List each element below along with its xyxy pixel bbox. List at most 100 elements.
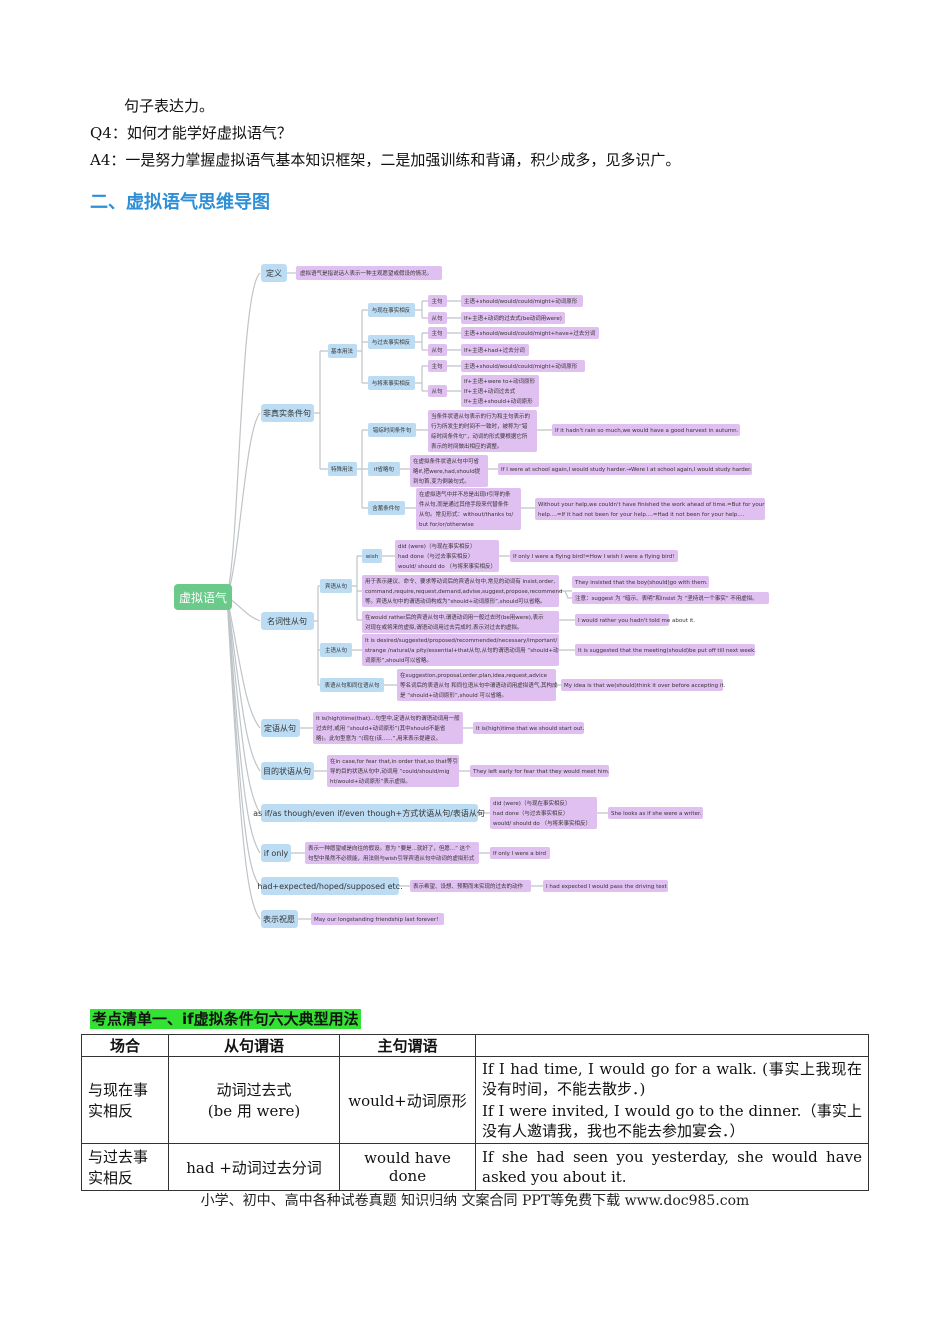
would-rather-rule: 对现在或将来的虚拟,谓语动词用过去完成时,表示对过去的虚拟。: [365, 623, 523, 631]
basic-usage: 基本用法: [331, 347, 354, 355]
wish-node: wish: [366, 554, 379, 560]
attributive-example: It is(high)time that we should start out…: [476, 726, 584, 732]
purpose-rule: 在in case,for fear that,in order that,so …: [330, 757, 458, 765]
section-title: 二、虚拟语气思维导图: [90, 192, 270, 213]
table-row: 与现在事实相反 动词过去式 (be 用 were) would+动词原形 If …: [81, 1056, 869, 1144]
subordinate-predicate-line: 动词过去式: [216, 1081, 292, 1099]
usage-table: 场合 从句谓语 主句谓语 与现在事实相反 动词过去式 (be 用 were) w…: [81, 1034, 869, 1191]
implied-desc: 从句。常见形式：without/thanks to/: [419, 510, 513, 518]
mixed-desc: 综时间条件句”，动词的形式要根据它所: [431, 432, 528, 440]
purpose-example: They left early for fear that they would…: [472, 769, 610, 775]
implied-desc: 在虚拟语气中并不总是出现if引导的条: [419, 490, 511, 498]
subject-clause-rule: 词原形”,should可以省略。: [365, 656, 432, 664]
mindmap: 虚拟语气 定义 非真实条件句 名词性从句 定语从句 目的状语从句 as if/a…: [174, 264, 769, 928]
suggest-rule: command,require,request,demand,advise,su…: [365, 589, 562, 595]
future-sub-rule-1: If+主语+were to+动词原形: [464, 377, 536, 385]
main-clause-label: 主句: [431, 297, 443, 305]
mixed-desc: 行为所发生的时间不一致时，被称为“错: [431, 422, 528, 430]
example-cell: If I had time, I would go for a walk. (事…: [475, 1056, 869, 1144]
branch-as-if: as if/as though/even if/even though+方式状语…: [253, 808, 485, 818]
contrary-future: 与将来事实相反: [372, 379, 411, 387]
svg-text:虚拟语气: 虚拟语气: [179, 590, 227, 605]
sub-clause-label: 从句: [431, 314, 443, 322]
predicative-rule: 是 “should+动词原形”,should 可以省略。: [400, 691, 507, 699]
situation-cell: 与过去事实相反: [81, 1143, 169, 1191]
implied-conditional: 含蓄条件句: [372, 504, 400, 512]
branch-unreal-conditional: 非真实条件句: [263, 408, 311, 418]
mixed-example: If it hadn't rain so much,we would have …: [555, 428, 739, 434]
predicative-rule: 等名词后的表语从句 和同位语从句中谓语动词用虚拟语气,其构成: [400, 681, 558, 689]
object-clause: 宾语从句: [325, 582, 348, 590]
had-expected-rule: 表示希望、设想、预期而未实现的过去的动作: [413, 882, 524, 890]
example-cell: If she had seen you yesterday, she would…: [475, 1143, 869, 1191]
as-if-rule: had done（与过去事实相反）: [493, 809, 568, 817]
present-sub-rule: If+主语+动词的过去式(be动词用were): [464, 314, 562, 322]
omit-desc: 略if,把were,had,should提: [413, 467, 481, 475]
branch-wishing: 表示祝愿: [263, 914, 295, 924]
subject-clause: 主语从句: [325, 646, 348, 654]
past-main-rule: 主语+should/would/could/might+have+过去分词: [464, 329, 596, 337]
branch-definition: 定义: [266, 268, 282, 278]
future-sub-rule-3: If+主语+should+动词原形: [464, 397, 533, 405]
wish-rule: would/ should do （与将来事实相反）: [398, 562, 496, 570]
subject-clause-rule: strange /natural/a pity/essential+that从句…: [365, 646, 559, 654]
suggest-rule: 用于表示建议、命令、要求等动词后的宾语从句中,常见的动词有 insist,ord…: [365, 577, 555, 585]
as-if-rule: did (were)（与现在事实相反）: [493, 799, 570, 807]
mindmap-root: 虚拟语气: [174, 584, 232, 610]
predicative-rule: 在suggestion,proposal,order,plan,idea,req…: [400, 671, 548, 679]
definition-text: 虚拟语气是指说话人表示一种主观愿望或假设的情况。: [300, 269, 432, 277]
branch-attributive-clause: 定语从句: [264, 723, 296, 733]
implied-example: help....=If it had not been for your hel…: [538, 512, 744, 518]
omit-desc: 到句首,变为倒装句式。: [413, 477, 470, 485]
omit-desc: 在虚拟条件状语从句中可省: [413, 457, 480, 465]
purpose-rule: 导的目的状语从句中,动词用 “could/should/mig: [330, 767, 450, 775]
suggest-rule: 等。宾语从句中的谓语动词构成为“should+动词原形”,should可以省略。: [365, 597, 546, 605]
wish-rule: had done（与过去事实相反）: [398, 552, 473, 560]
if-only-rule: 句型中虽然不必很能，用法则与wish引导宾语从句中动词的虚拟形式: [308, 854, 475, 862]
wishing-example: May our longstanding friendship last for…: [314, 917, 438, 923]
situation-cell: 与现在事实相反: [81, 1056, 169, 1144]
mixed-desc: 当条件状语从句表示的行为和主句表示的: [431, 412, 531, 420]
wish-rule: did (were)（与现在事实相反）: [398, 542, 475, 550]
main-predicate-cell: would+动词原形: [339, 1056, 476, 1144]
attributive-rule: 过去时,或用 “should+动词原形”(其中should不能省: [316, 724, 446, 732]
suggest-example: They insisted that the boy(should)go wit…: [574, 580, 708, 586]
main-clause-label: 主句: [431, 362, 443, 370]
branch-noun-clause: 名词性从句: [267, 616, 307, 626]
header-subordinate-predicate: 从句谓语: [168, 1034, 340, 1057]
subordinate-predicate-line: (be 用 were): [207, 1102, 301, 1120]
predicative-appositive-clause: 表语从句和同位语从句: [324, 681, 380, 689]
subject-clause-example: It is suggested that the meeting(should)…: [578, 648, 756, 654]
implied-desc: but for/or/otherwise: [419, 522, 474, 528]
as-if-rule: would/ should do （与将来事实相反）: [493, 819, 591, 827]
had-expected-example: I had expected I would pass the driving …: [546, 884, 667, 890]
mixed-time-conditional: 错综时间条件句: [373, 426, 412, 434]
purpose-rule: ht/would+动词原形”表示虚拟。: [330, 777, 411, 785]
checklist-title: 考点清单一、if虚拟条件句六大典型用法: [90, 1009, 361, 1029]
would-rather-rule: 在would rather后的宾语从句中,谓语动词用一般过去时(be用were)…: [365, 613, 544, 621]
example-sentence: If I were invited, I would go to the din…: [482, 1102, 862, 1140]
branch-if-only: if only: [264, 849, 289, 858]
main-predicate-cell: would have done: [339, 1143, 476, 1191]
sub-clause-label: 从句: [431, 387, 443, 395]
contrary-present: 与现在事实相反: [372, 306, 411, 314]
suggest-note: 注意：suggest 为 “暗示、表明”和insist 为 “坚持说一个事实” …: [575, 594, 758, 602]
future-sub-rule-2: If+主语+动词过去式: [464, 387, 516, 395]
subject-clause-rule: It is desired/suggested/proposed/recomme…: [365, 638, 557, 644]
if-only-example: If only I were a bird: [493, 851, 546, 857]
question-q4: Q4：如何才能学好虚拟语气？: [90, 124, 292, 142]
table-header-row: 场合 从句谓语 主句谓语: [81, 1034, 869, 1057]
header-situation: 场合: [81, 1034, 169, 1057]
header-main-predicate: 主句谓语: [339, 1034, 476, 1057]
answer-a4: A4：一是努力掌握虚拟语气基本知识框架，二是加强训练和背诵，积少成多，见多识广。: [90, 151, 681, 169]
contrary-past: 与过去事实相反: [372, 338, 411, 346]
if-only-rule: 表示一种愿望或是向往的假设。意为 “要是...就好了，但愿...” 这个: [308, 844, 471, 852]
branch-purpose-clause: 目的状语从句: [263, 766, 311, 776]
past-sub-rule: If+主语+had+过去分词: [464, 346, 525, 354]
special-usage: 特殊用法: [331, 465, 354, 473]
example-sentence: If I had time, I would go for a walk. (事…: [482, 1060, 862, 1098]
predicative-example: My idea is that we(should)think it over …: [564, 683, 726, 689]
implied-desc: 件从句,而是通过其他手段来代替条件: [419, 500, 509, 508]
attributive-rule: 略)。此句型意为 “(现在)该......”,用来表示提建议。: [316, 734, 441, 742]
would-rather-example: I would rather you hadn't told me about …: [578, 618, 695, 624]
